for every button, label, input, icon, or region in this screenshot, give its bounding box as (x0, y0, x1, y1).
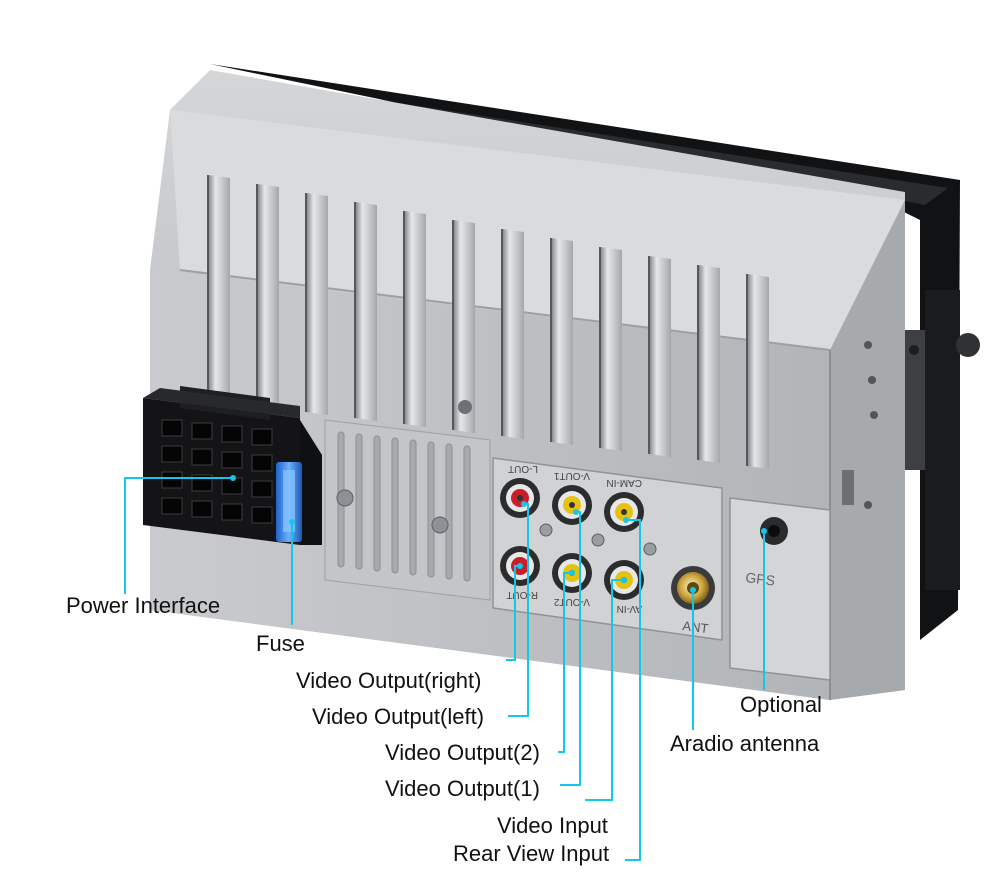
heat-sink-fin (355, 202, 377, 421)
vent-slot (373, 435, 381, 572)
callout-video-output-right: Video Output(right) (296, 668, 482, 693)
gps-panel-text: GPS (745, 569, 776, 588)
rca-connector-panel (492, 457, 831, 681)
leader-line (585, 579, 624, 801)
panel-screw (591, 533, 605, 547)
callout-video-input: Video Input (497, 813, 608, 838)
leader-dot (569, 570, 575, 576)
heat-sink-fin (747, 274, 769, 469)
heat-sink-fin (698, 265, 720, 463)
rca-jack-pin (621, 509, 627, 515)
heat-sink-fin (649, 256, 671, 457)
connector-pin (161, 497, 183, 515)
connector-pin (251, 454, 273, 472)
connector-pin (161, 471, 183, 489)
connector-pin (161, 445, 183, 463)
vent-slot (445, 443, 453, 580)
fuse (276, 462, 302, 542)
vent-slot (463, 445, 471, 582)
connector-pin (251, 428, 273, 446)
connector-pin (161, 419, 183, 437)
connector-pin (191, 422, 213, 440)
connector-pin (251, 506, 273, 524)
gps-socket (760, 517, 788, 545)
heat-sink-fin (208, 175, 230, 403)
callout-radio-antenna: Aradio antenna (670, 731, 820, 756)
connector-pin (251, 480, 273, 498)
heat-sink-fin (404, 211, 426, 427)
vent-slot (427, 441, 435, 578)
panel-screw (539, 523, 553, 537)
leader-dot (623, 517, 629, 523)
leader-line (124, 477, 233, 594)
embossed-vent-panel (324, 400, 491, 601)
connector-pin (191, 448, 213, 466)
callout-power-interface: Power Interface (66, 593, 221, 618)
panel-screw (643, 542, 657, 556)
ant-panel-text: ANT (682, 618, 710, 636)
heat-sink-fin (600, 247, 622, 451)
connector-pin (221, 503, 243, 521)
connector-pin (191, 500, 213, 518)
rca-jack-pin (569, 502, 575, 508)
heat-sink-fin (502, 229, 524, 439)
callout-rear-view-input: Rear View Input (453, 841, 610, 866)
leader-line (625, 519, 641, 861)
callout-fuse: Fuse (256, 631, 305, 656)
rca-label-bottom: AV-IN (617, 603, 642, 614)
leader-dot (690, 587, 696, 593)
callout-video-output-1: Video Output(1) (385, 776, 540, 801)
vent-slot (409, 439, 417, 576)
rca-label-top: V-OUT1 (553, 470, 590, 481)
rca-label-bottom: V-OUT2 (553, 596, 590, 607)
callout-video-output-left: Video Output(left) (312, 704, 485, 729)
leader-dot (289, 519, 295, 525)
heat-sink-fins (207, 175, 769, 469)
rca-label-bottom: R-OUT (506, 589, 538, 600)
callout-optional: Optional (740, 692, 822, 717)
connector-pin (221, 451, 243, 469)
rca-label-top: CAM-IN (606, 477, 642, 488)
callout-leader-lines (124, 475, 767, 861)
leader-dot (230, 475, 236, 481)
leader-line (558, 572, 572, 753)
vent-slot (391, 437, 399, 574)
rca-jack-pin (517, 495, 523, 501)
rca-label-top: L-OUT (508, 463, 538, 474)
heat-sink-fin (306, 193, 328, 415)
leader-dot (573, 509, 579, 515)
leader-dot (761, 528, 767, 534)
leader-dot (517, 563, 523, 569)
heat-sink-fin (257, 184, 279, 409)
leader-dot (521, 501, 527, 507)
leader-dot (621, 577, 627, 583)
side-screw-holes (842, 330, 925, 509)
vent-slot (355, 433, 363, 570)
heat-sink-fin (551, 238, 573, 445)
callout-video-output-2: Video Output(2) (385, 740, 540, 765)
heat-sink-fin (453, 220, 475, 433)
connector-pin (221, 425, 243, 443)
